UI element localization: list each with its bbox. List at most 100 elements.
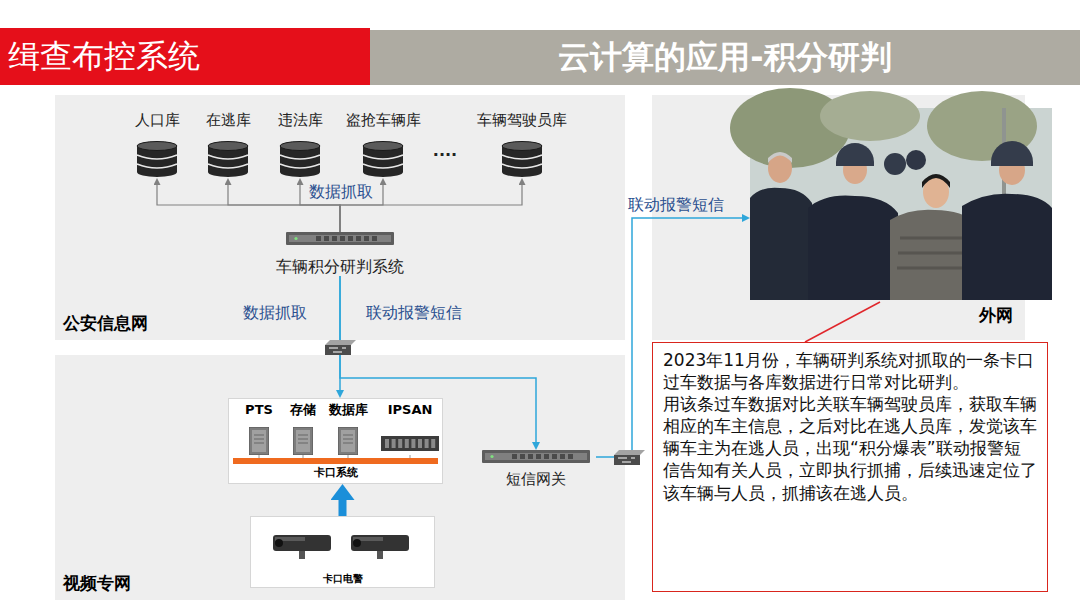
graphic-part [768,153,792,183]
san-icon [381,436,439,451]
graphic-part [991,141,1033,166]
node-label: 用该条过车数据对比关联车辆驾驶员库，获取车辆相应的车主信息，之后对比在逃人员库，… [663,393,1037,503]
graphic-part [356,236,361,241]
graphic-part [325,345,351,355]
database-icon: 在逃库 [193,112,263,178]
graphic-part [544,454,549,459]
network-switch [614,450,645,465]
graphic-part [490,455,493,458]
tower-icon [293,427,313,455]
graphic-part [348,455,349,458]
graphic-part [425,439,429,448]
connector [340,276,536,442]
graphic-part [906,150,926,170]
database-icon: 违法库 [265,112,335,178]
graphic-part [329,348,346,352]
node-label: 外网 [979,306,1013,326]
graphic-part [512,454,517,459]
graphic-part [294,237,297,240]
graphic-part [293,427,313,455]
graphic-part [351,535,409,551]
graphic-part [273,535,331,551]
node-label: 卡口系统 [314,467,358,480]
graphic-part [614,450,645,455]
graphic-part [808,196,900,301]
graphic-part [962,194,1052,300]
graphic-part [316,236,321,241]
label-holder: 数据抓取 [309,182,373,203]
graphic-part [280,142,320,151]
tower-icon [338,427,358,455]
graphic-part [392,439,396,448]
node-label: 车辆驾驶员库 [477,112,567,129]
graphic-part [820,91,920,141]
system-box: 卡口系统PTS存储数据库IPSAN [228,398,443,484]
graphic-part [208,142,248,151]
edge-label: 数据抓取 [243,303,307,322]
graphic-part [208,164,248,168]
graphic-part [353,539,361,547]
graphic-part [289,235,391,242]
graphic-part [398,439,402,448]
graphic-part [343,435,353,443]
graphic-part [410,455,411,458]
graphic-part [252,430,266,452]
graphic-part [768,152,792,163]
network-zone: 视频专网卡口系统PTS存储数据库IPSAN卡口电警短信网关 [55,355,625,600]
header-band: 缉查布控系统 [0,28,370,85]
graphic-part [418,439,422,448]
tower-icon [249,427,269,455]
graphic-part [552,454,557,459]
node-label: 短信网关 [506,471,566,488]
ellipsis-label: .... [433,141,457,160]
server-node: 存储 [283,403,323,457]
node-label: 盗抢车辆库 [346,112,421,129]
network-switch [325,340,356,355]
slide-title: 云计算的应用-积分研判 [558,36,891,80]
cams-icon [251,517,436,563]
graphic-part [340,236,345,241]
graphic-part [137,164,177,168]
graphic-part [405,439,409,448]
node-label: 车辆积分研判系统 [276,258,404,276]
rack-icon [286,232,394,245]
graphic-part [332,236,337,241]
database-icon: 盗抢车辆库 [341,112,426,178]
graphic-part [286,232,394,245]
graphic-part [618,458,635,462]
graphic-part [299,551,305,559]
graphic-part [502,164,542,168]
graphic-part [381,436,439,451]
connector [596,218,742,457]
graphic-part [385,439,389,448]
graphic-part [750,188,816,300]
graphic-part [280,155,320,159]
graphic-part [259,455,260,458]
node-label: PTS [245,403,273,418]
graphic-part [568,454,573,459]
graphic-part [348,236,353,241]
graphic-part [341,430,355,452]
graphic-part [363,142,403,151]
graphic-part [325,340,356,345]
server-node: 数据库 [324,403,373,457]
connector [805,302,880,342]
db-icon [500,141,544,178]
server-node: PTS [239,403,279,457]
node-label: 视频专网 [63,574,131,594]
node-label: 存储 [290,403,316,418]
graphic-part [372,236,377,241]
database-icon: 车辆驾驶员库 [472,112,572,178]
graphic-part [482,450,590,463]
arrest-photo [730,88,1052,300]
title-band: 云计算的应用-积分研判 [370,30,1080,85]
rack-icon [482,450,590,463]
graphic-part [884,153,906,175]
graphic-part [922,174,950,188]
node-label: 公安信息网 [63,314,148,334]
graphic-part [338,427,358,455]
graphic-part [520,454,525,459]
gateway-node: 短信网关 [476,450,596,488]
